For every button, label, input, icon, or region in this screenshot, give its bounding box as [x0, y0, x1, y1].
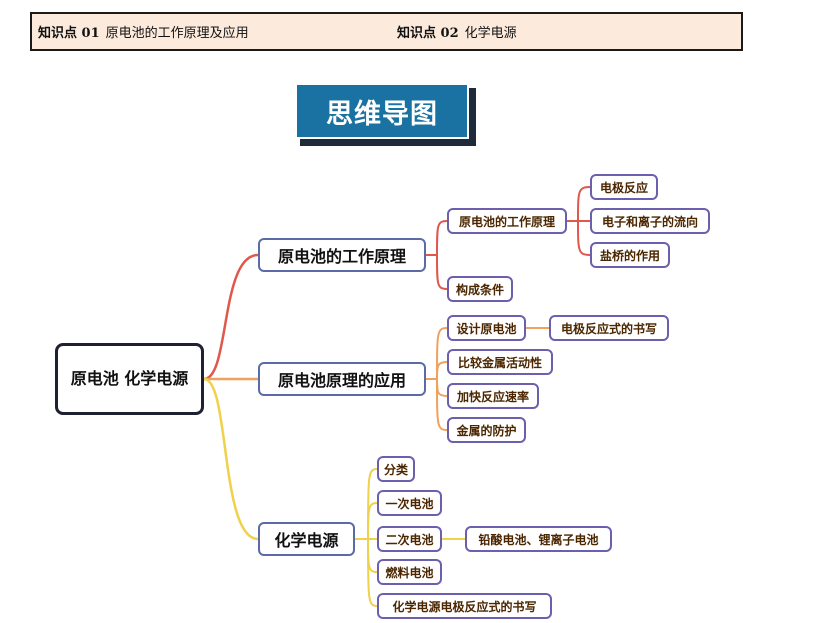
node-metal-protection: 金属的防护	[447, 417, 526, 443]
node-classification: 分类	[377, 456, 415, 482]
connector-b2-accelerate	[436, 378, 448, 397]
knowledge-point-1: 知识点 01 原电池的工作原理及应用	[38, 22, 249, 41]
node-secondary-battery: 二次电池	[377, 526, 442, 552]
knowledge-point-2: 知识点 02 化学电源	[397, 22, 517, 41]
knowledge-point-1-label: 知识点 01	[38, 26, 100, 41]
node-electrode-equation-writing: 电极反应式的书写	[549, 315, 669, 341]
node-compare-metal-activity: 比较金属活动性	[447, 349, 553, 375]
connector-b3-primary	[367, 502, 378, 540]
node-electron-ion-flow: 电子和离子的流向	[590, 208, 710, 234]
node-working-principle-detail: 原电池的工作原理	[447, 208, 567, 234]
connector-b1-working	[436, 220, 448, 256]
branch-node-chemical-power-source: 化学电源	[258, 522, 355, 556]
knowledge-point-2-label: 知识点 02	[397, 26, 459, 41]
connector-b1-electrode	[577, 186, 591, 222]
branch-node-applications: 原电池原理的应用	[258, 362, 426, 396]
connector-b2-protection	[436, 378, 448, 431]
knowledge-points-header: 知识点 01 原电池的工作原理及应用 知识点 02 化学电源	[30, 12, 743, 51]
connector-b3-fuel	[367, 538, 378, 573]
node-electrode-reaction: 电极反应	[590, 174, 658, 200]
connector-b3-equations	[367, 538, 378, 607]
branch-node-working-principle: 原电池的工作原理	[258, 238, 426, 272]
node-lead-acid-lithium-ion: 铅酸电池、锂离子电池	[465, 526, 612, 552]
node-power-source-equation-writing: 化学电源电极反应式的书写	[377, 593, 552, 619]
node-construction-conditions: 构成条件	[447, 276, 513, 302]
connector-b2-design	[436, 327, 448, 380]
knowledge-point-1-title: 原电池的工作原理及应用	[105, 26, 249, 41]
connector-b1-conditions	[436, 254, 448, 290]
connector-root-branch3	[202, 377, 260, 541]
mind-map-root-node: 原电池 化学电源	[55, 343, 204, 415]
connector-b1-salt-bridge	[577, 220, 591, 256]
knowledge-point-2-title: 化学电源	[464, 26, 517, 41]
node-fuel-cell: 燃料电池	[377, 559, 442, 585]
mind-map-banner: 思维导图	[295, 83, 469, 139]
node-design-cell: 设计原电池	[447, 315, 526, 341]
node-salt-bridge-role: 盐桥的作用	[590, 242, 670, 268]
connector-b2-compare	[436, 361, 448, 380]
node-accelerate-reaction: 加快反应速率	[447, 383, 539, 409]
connector-root-branch1	[202, 253, 260, 381]
node-primary-battery: 一次电池	[377, 490, 442, 516]
